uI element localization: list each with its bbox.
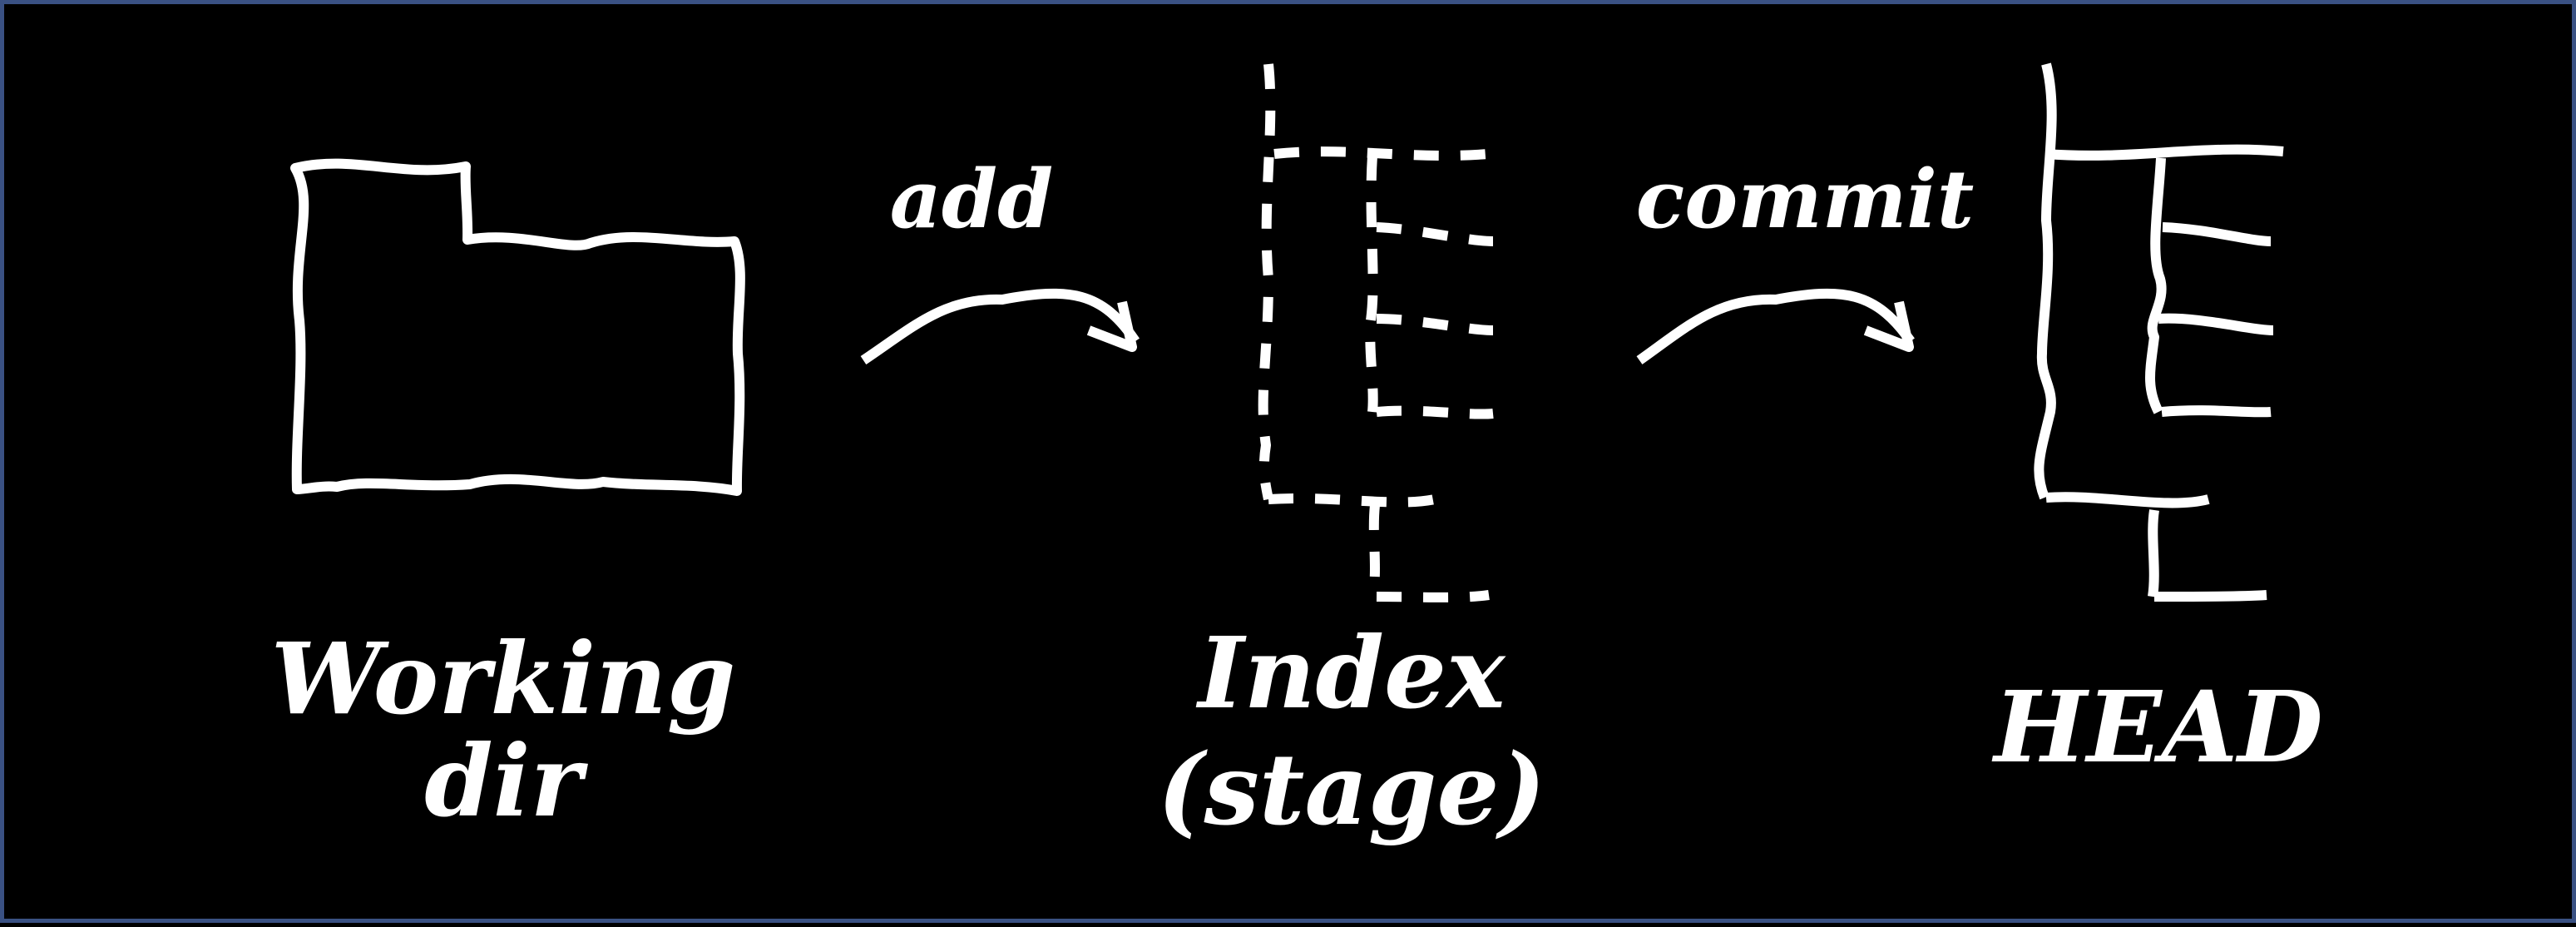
curved-arrow-icon	[860, 288, 1140, 364]
working-label-line2: dir	[424, 723, 588, 839]
tree-icon	[2034, 62, 2284, 602]
working-label-line1: Working	[271, 621, 736, 736]
head-label: HEAD	[1991, 669, 2322, 785]
index-label-line1: Index	[1196, 615, 1507, 731]
index-label-line2: (stage)	[1158, 731, 1546, 847]
commit-label: commit	[1636, 152, 1974, 246]
add-label: add	[890, 152, 1053, 246]
folder-icon	[290, 158, 745, 496]
git-stages-diagram: Working dir add Index (stage) commit	[271, 62, 2323, 847]
dashed-tree-icon	[1258, 63, 1506, 602]
curved-arrow-icon	[1636, 288, 1915, 364]
